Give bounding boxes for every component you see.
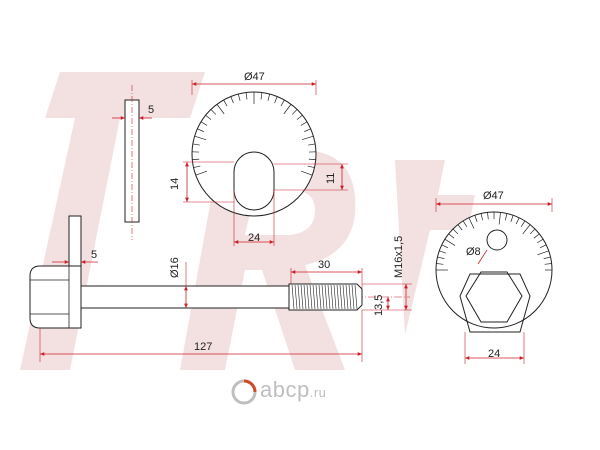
scale-tick <box>498 212 501 225</box>
thread-line <box>324 284 328 310</box>
scale-tick <box>192 158 200 161</box>
scale-tick <box>280 99 285 107</box>
dim-cam-outer-diameter: Ø47 <box>244 71 265 83</box>
dim-cam2-outer-diameter: Ø47 <box>483 190 504 202</box>
dim-cam2-hole-diameter: Ø8 <box>466 246 481 258</box>
scale-tick <box>474 215 478 222</box>
scale-tick <box>437 256 445 259</box>
scale-tick <box>308 143 316 146</box>
thread-line <box>312 284 316 310</box>
scale-tick <box>223 99 228 107</box>
thread-line <box>342 284 346 310</box>
scale-tick <box>296 114 303 120</box>
scale-tick <box>505 213 508 221</box>
abcp-logo-icon <box>231 379 257 405</box>
scale-tick <box>195 170 208 176</box>
scale-tick <box>274 96 278 104</box>
cam-washer-slotted <box>183 80 348 246</box>
thread-line <box>321 284 325 310</box>
thread-line <box>345 284 349 310</box>
thread-line <box>303 284 307 310</box>
scale-tick <box>245 92 248 100</box>
thread-line <box>348 284 352 310</box>
scale-tick <box>515 217 520 225</box>
scale-tick <box>301 135 314 140</box>
dim-washer-thickness: 5 <box>148 104 154 116</box>
scale-tick <box>436 263 444 265</box>
thread-line <box>327 284 331 310</box>
scale-tick <box>194 135 207 140</box>
brand-name: abcp <box>260 377 310 402</box>
thread-line <box>351 284 355 310</box>
scale-tick <box>457 224 463 231</box>
thread-line <box>315 284 319 310</box>
scale-tick <box>468 217 475 229</box>
thread-line <box>309 284 313 310</box>
dim-thread-length: 30 <box>318 259 330 271</box>
scale-tick <box>216 104 225 115</box>
dim-cam-slot-height: 14 <box>169 178 181 190</box>
scale-tick <box>267 93 271 101</box>
scale-tick <box>444 238 456 246</box>
thread-line <box>354 284 358 310</box>
scale-tick <box>205 114 212 120</box>
thread-line <box>297 284 301 310</box>
scale-tick <box>462 220 468 228</box>
scale-tick <box>260 92 263 100</box>
scale-tick <box>200 121 208 126</box>
thread-line <box>333 284 337 310</box>
scale-tick <box>192 143 200 146</box>
scale-tick <box>544 263 552 265</box>
thread-line <box>336 284 340 310</box>
thread-line <box>330 284 334 310</box>
scale-tick <box>439 250 446 254</box>
thread-line <box>306 284 310 310</box>
scale-tick <box>448 233 455 239</box>
scale-tick <box>452 228 459 235</box>
thread-line <box>300 284 304 310</box>
scale-tick <box>543 256 551 259</box>
scale-tick <box>539 244 547 249</box>
thread-line <box>294 284 298 310</box>
scale-tick <box>520 220 526 228</box>
scale-tick <box>533 233 540 239</box>
thread-line <box>318 284 322 310</box>
dim-cam2-hex-width: 24 <box>488 348 500 360</box>
scale-tick <box>307 165 315 168</box>
brand-watermark: abcp.ru <box>260 377 326 403</box>
scale-tick <box>193 165 201 168</box>
washer-side-view <box>112 85 152 240</box>
scale-tick <box>529 228 536 235</box>
cam-washer-hex <box>435 198 553 364</box>
dim-cam-slot-inner: 11 <box>325 173 337 184</box>
scale-tick <box>300 170 313 176</box>
scale-tick <box>197 128 204 132</box>
scale-tick <box>304 128 311 132</box>
bolt-side-view <box>29 215 412 362</box>
scale-tick <box>210 109 217 115</box>
scale-tick <box>536 238 544 244</box>
scale-tick <box>510 215 514 222</box>
scale-tick <box>308 158 316 161</box>
brand-tld: .ru <box>309 385 327 400</box>
scale-tick <box>230 96 234 104</box>
thread-line <box>291 284 295 310</box>
scale-tick <box>487 212 489 220</box>
scale-tick <box>441 244 449 249</box>
dim-head-flange: 5 <box>91 249 97 261</box>
scale-tick <box>480 213 483 221</box>
dim-thread-offset: 13,5 <box>373 295 385 316</box>
dim-cam-slot-width: 24 <box>248 232 260 244</box>
thread-line <box>339 284 343 310</box>
scale-tick <box>522 224 531 235</box>
scale-tick <box>291 109 298 115</box>
scale-tick <box>283 104 292 115</box>
scale-tick <box>300 121 308 126</box>
scale-tick <box>537 250 549 256</box>
dim-shank-diameter: Ø16 <box>169 257 181 278</box>
scale-tick <box>237 93 241 101</box>
dim-thread-spec: M16x1,5 <box>393 236 405 278</box>
dim-bolt-length: 127 <box>194 341 212 353</box>
